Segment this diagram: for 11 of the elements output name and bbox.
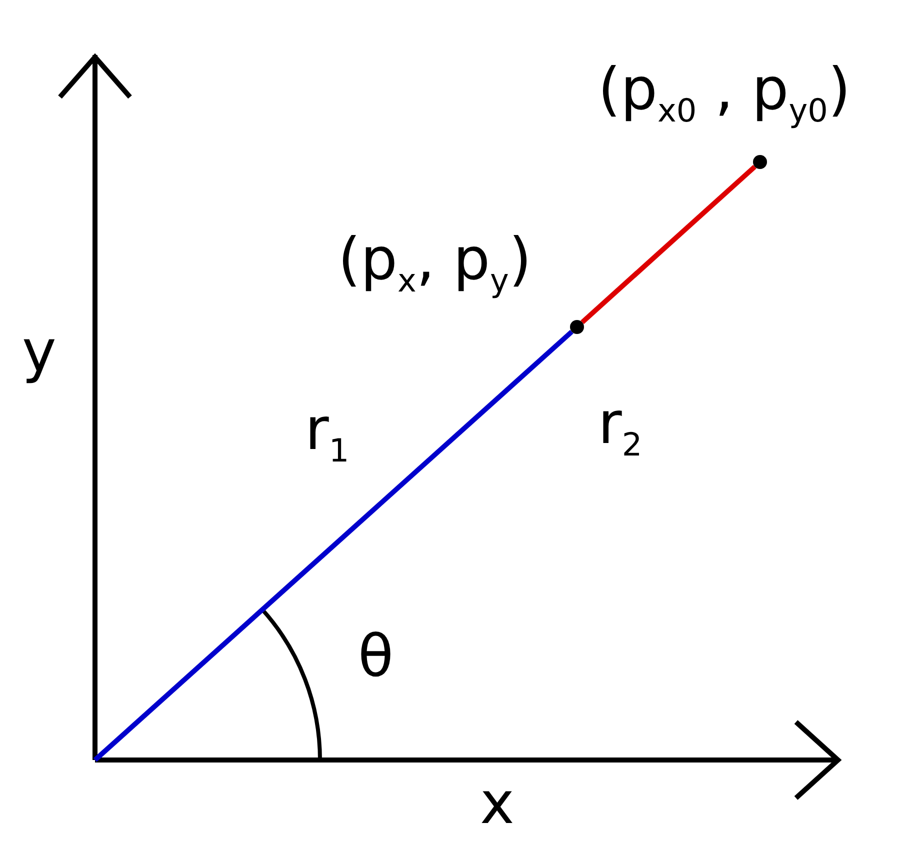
coordinate-label: (p$_{x}$, p$_{y}$) xyxy=(338,228,532,299)
point-dot xyxy=(753,155,767,169)
line-segment xyxy=(93,330,574,762)
segment-label: r$_{1}$ xyxy=(305,398,350,469)
point-dot xyxy=(570,320,584,334)
axis-label: y xyxy=(22,320,56,384)
coordinate-label: (p$_{x0}$ , p$_{y0}$) xyxy=(598,58,851,129)
segment-label: r$_{2}$ xyxy=(598,392,642,463)
line-segment xyxy=(580,164,756,324)
angle-label: θ xyxy=(358,625,394,689)
axis-label: x xyxy=(480,772,514,836)
